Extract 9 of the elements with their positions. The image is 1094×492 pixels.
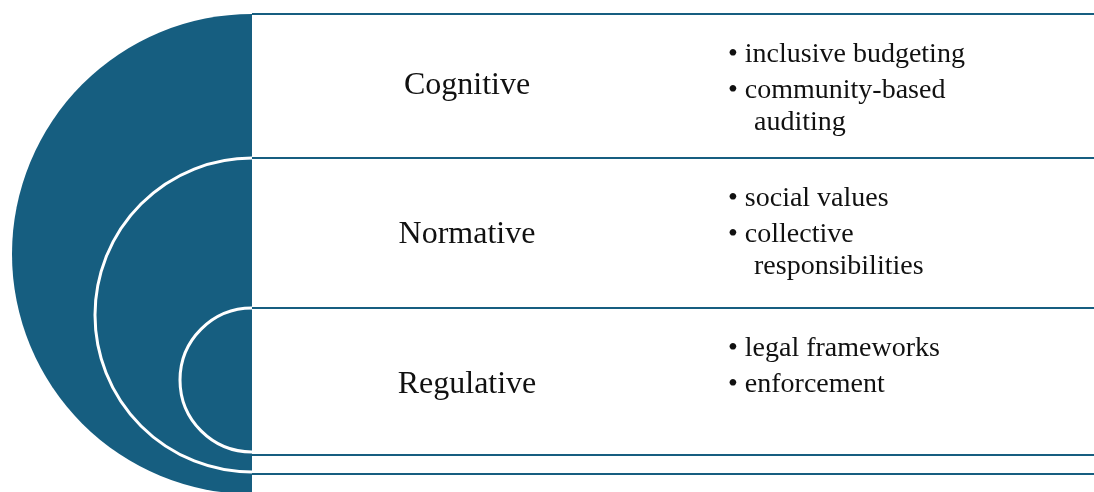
row-heading: Cognitive (402, 65, 532, 102)
bullet-item: • enforcement (728, 367, 886, 399)
row-heading: Normative (397, 214, 537, 251)
bullet-item: • collective responsibilities (728, 217, 925, 281)
bullet-item: • community-based auditing (728, 73, 947, 137)
row-heading: Regulative (396, 364, 538, 401)
bullet-item: • legal frameworks (728, 331, 941, 363)
bullet-item: • inclusive budgeting (728, 37, 966, 69)
bullet-item: • social values (728, 181, 890, 213)
